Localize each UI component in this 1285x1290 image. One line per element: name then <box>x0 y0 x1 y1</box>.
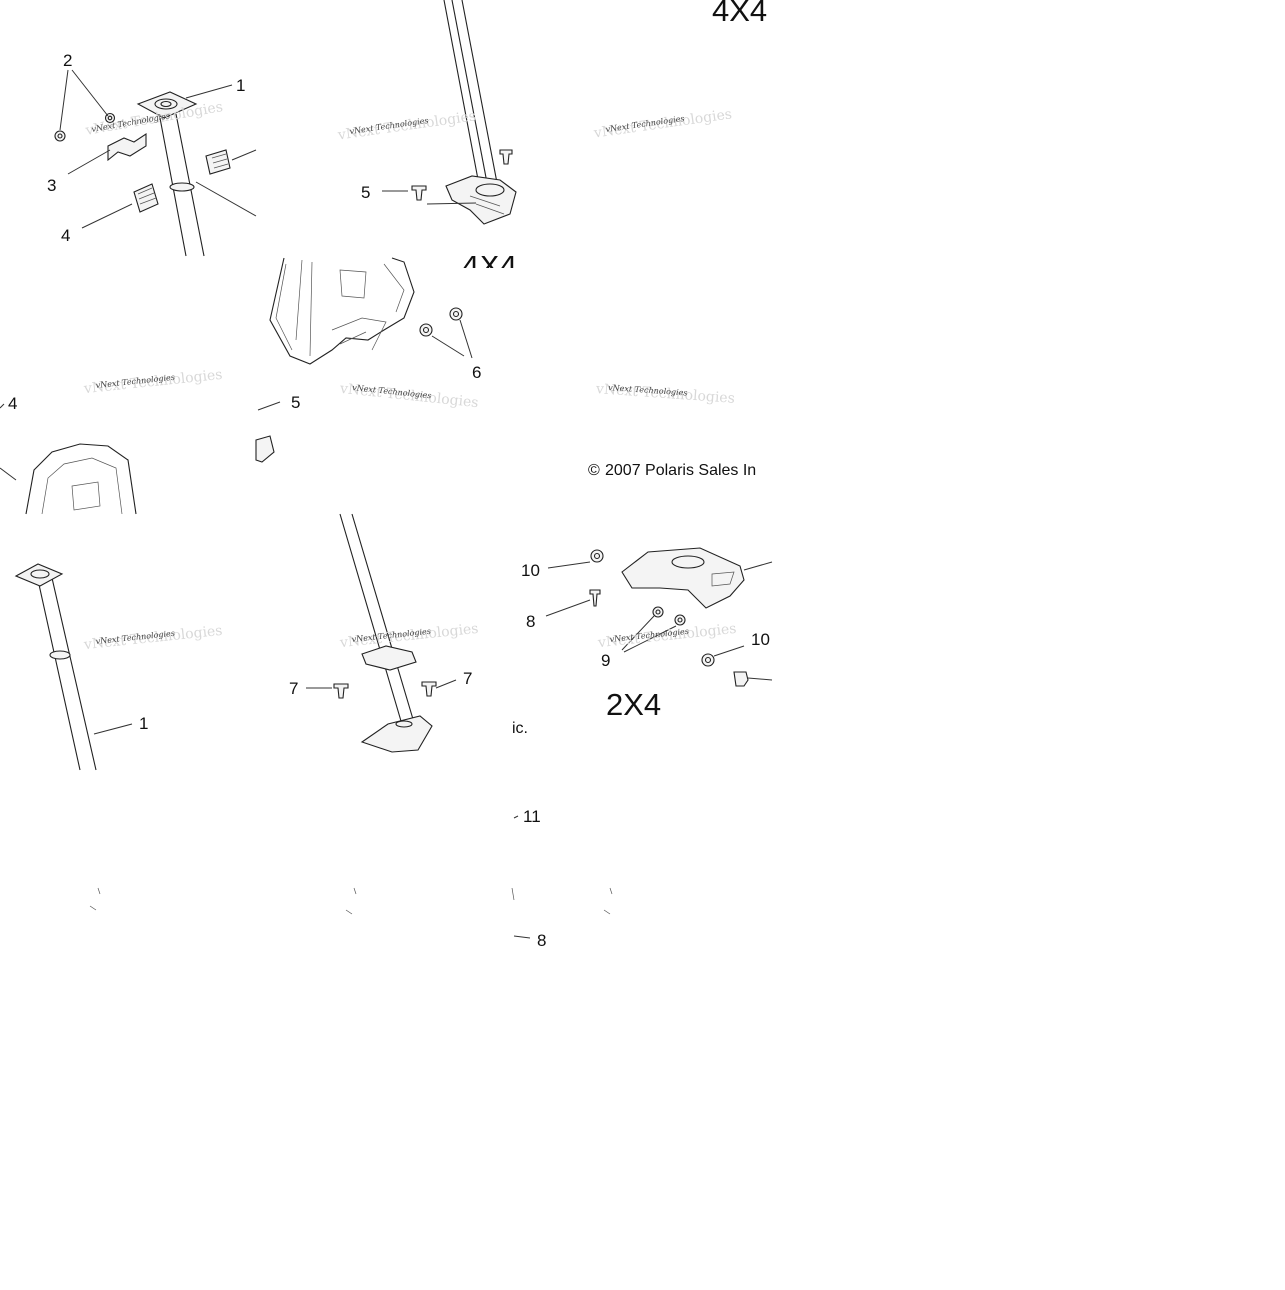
watermark-7: vNext Technologies vNext Technologies <box>82 623 223 654</box>
callout-7-left: 7 <box>289 679 298 698</box>
callout-10-lower: 10 <box>751 630 770 649</box>
stray-marks <box>89 887 613 915</box>
leader-lines-tile-1 <box>59 69 257 229</box>
leader-lines-tile-4 <box>93 561 773 939</box>
callout-11: 11 <box>523 807 541 826</box>
heading-4x4: 4X4 <box>712 0 767 28</box>
callout-5-mid: 5 <box>291 393 300 412</box>
copyright-fragment: ic. <box>512 720 528 737</box>
heading-2x4: 2X4 <box>606 687 661 722</box>
watermark-5: vNext Technologies vNext Technologies <box>338 381 479 412</box>
callout-7-right: 7 <box>463 669 472 688</box>
watermark-6: vNext Technologies vNext Technologies <box>594 381 735 407</box>
steering-column-2x4 <box>14 563 97 771</box>
watermark-3: vNext Technologies vNext Technologies <box>592 106 733 141</box>
callout-9: 9 <box>601 651 610 670</box>
leader-lines-tile-3 <box>0 319 473 481</box>
callout-8-upper: 8 <box>526 612 535 631</box>
frame-section-4x4 <box>25 257 463 515</box>
leader-lines-tile-2 <box>382 190 477 205</box>
steering-column-lower-2x4 <box>333 513 437 753</box>
watermark-2: vNext Technologies vNext Technologies <box>336 108 477 143</box>
copyright-symbol: © <box>588 462 600 479</box>
callout-4-top: 4 <box>61 226 70 245</box>
callout-3: 3 <box>47 176 56 195</box>
steering-column-lower-4x4 <box>411 0 517 225</box>
callout-10-upper: 10 <box>521 561 540 580</box>
callout-2: 2 <box>63 51 72 70</box>
callout-5-top: 5 <box>361 183 370 202</box>
copyright-text: 2007 Polaris Sales In <box>605 462 756 479</box>
callout-4-left: 4 <box>8 394 17 413</box>
bracket-assembly-2x4 <box>589 547 749 687</box>
callout-8-lower: 8 <box>537 931 546 950</box>
heading-4x4-partial: 4X4 <box>462 248 517 283</box>
watermark-9: vNext Technologies vNext Technologies <box>596 621 737 652</box>
callout-1-bottom: 1 <box>139 714 148 733</box>
watermark-4: vNext Technologies vNext Technologies <box>82 367 223 398</box>
watermark-8: vNext Technologies vNext Technologies <box>338 621 479 652</box>
callout-1-top: 1 <box>236 76 245 95</box>
steering-column-upper-4x4 <box>54 91 231 257</box>
callout-6: 6 <box>472 363 481 382</box>
